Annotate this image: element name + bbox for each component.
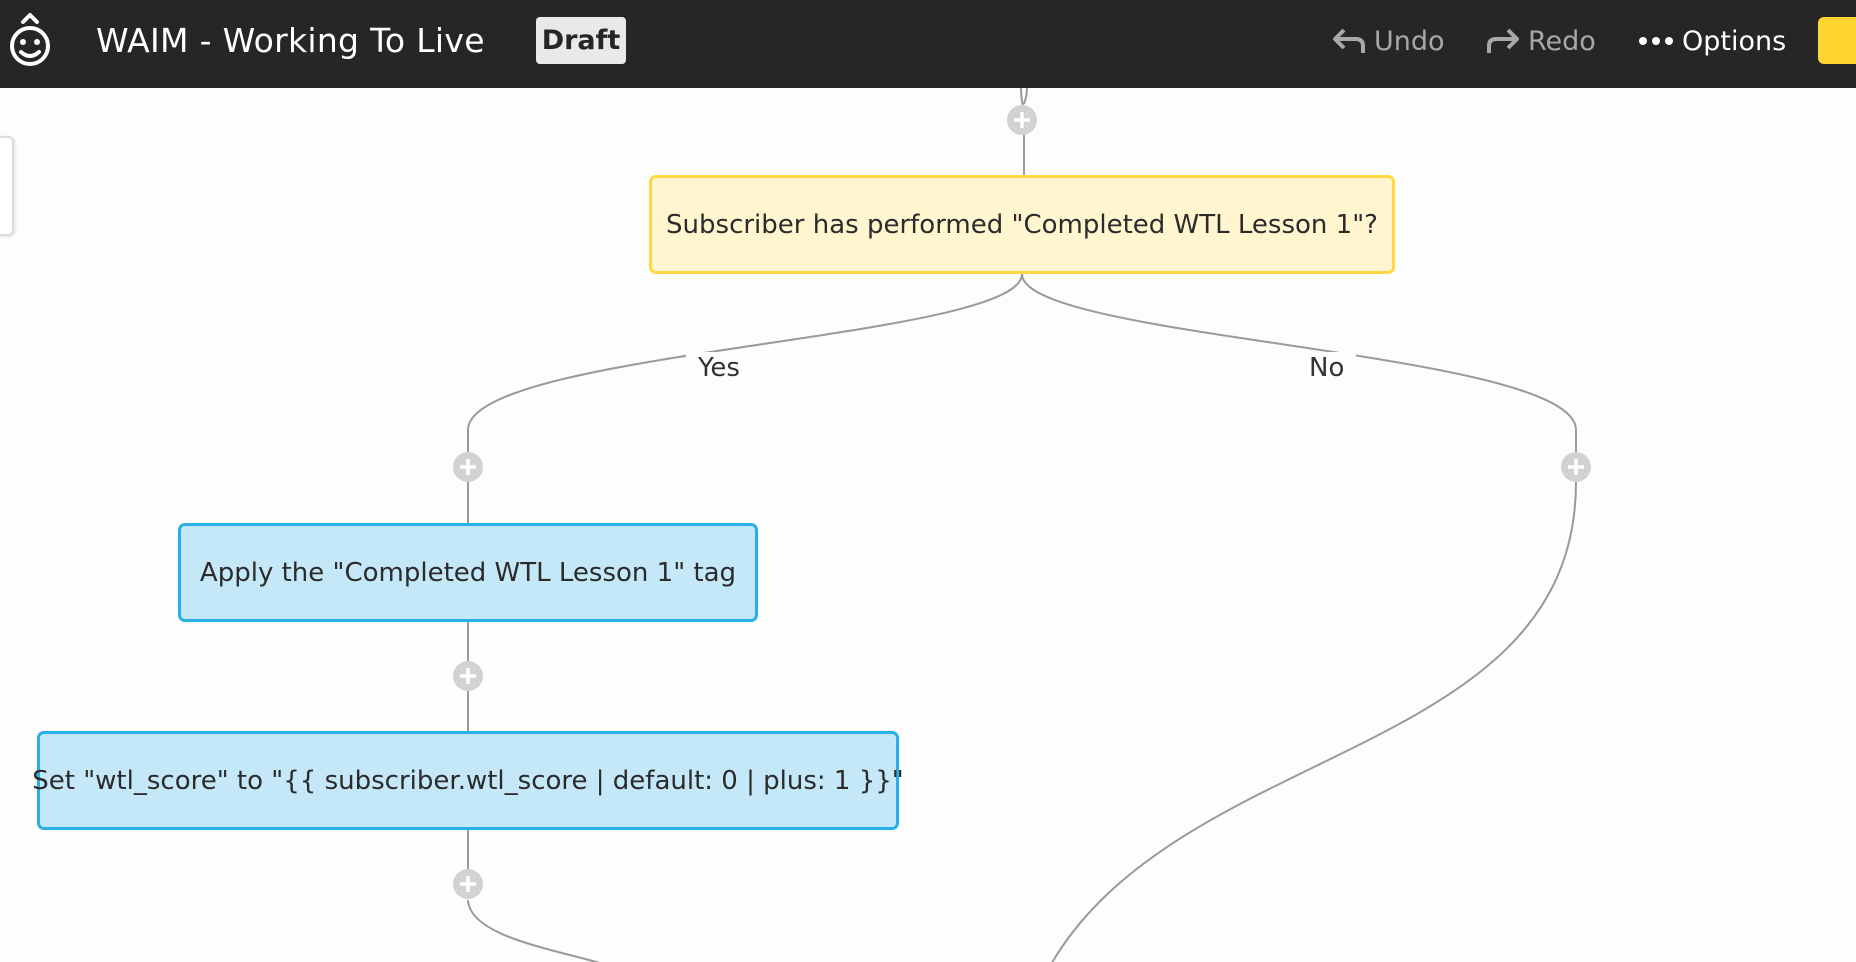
side-panel-toggle[interactable] bbox=[0, 136, 14, 236]
publish-button[interactable] bbox=[1818, 17, 1856, 64]
action-node-label: Apply the "Completed WTL Lesson 1" tag bbox=[199, 557, 737, 588]
connector-yes-branch bbox=[467, 273, 1023, 452]
redo-button[interactable]: Redo bbox=[1486, 0, 1596, 82]
add-step-button[interactable] bbox=[453, 661, 483, 691]
add-step-button[interactable] bbox=[1561, 452, 1591, 482]
add-step-button[interactable] bbox=[453, 452, 483, 482]
undo-button[interactable]: Undo bbox=[1332, 0, 1445, 82]
top-bar: WAIM - Working To Live Draft Undo Redo O… bbox=[0, 0, 1856, 88]
options-label: Options bbox=[1682, 25, 1787, 57]
condition-node-label: Subscriber has performed "Completed WTL … bbox=[666, 209, 1378, 240]
connector-no-merge bbox=[1051, 481, 1577, 962]
options-button[interactable]: Options bbox=[1638, 0, 1786, 82]
add-step-button[interactable] bbox=[453, 869, 483, 899]
add-step-button[interactable] bbox=[1007, 105, 1037, 135]
drip-logo-icon[interactable] bbox=[8, 12, 52, 70]
redo-arrow-icon bbox=[1487, 28, 1519, 53]
redo-label: Redo bbox=[1528, 25, 1596, 57]
action-node-apply-tag[interactable]: Apply the "Completed WTL Lesson 1" tag bbox=[178, 523, 758, 622]
condition-node[interactable]: Subscriber has performed "Completed WTL … bbox=[649, 175, 1395, 274]
branch-label-yes: Yes bbox=[686, 352, 752, 384]
workflow-title[interactable]: WAIM - Working To Live bbox=[96, 21, 485, 60]
connector-no-branch bbox=[1021, 273, 1577, 452]
action-node-label: Set "wtl_score" to "{{ subscriber.wtl_sc… bbox=[32, 765, 904, 796]
ellipsis-icon bbox=[1639, 37, 1673, 45]
connector-yes-merge bbox=[467, 899, 601, 962]
undo-arrow-icon bbox=[1333, 28, 1365, 53]
status-badge: Draft bbox=[536, 17, 626, 64]
undo-label: Undo bbox=[1374, 25, 1445, 57]
action-node-set-field[interactable]: Set "wtl_score" to "{{ subscriber.wtl_sc… bbox=[32, 731, 904, 830]
branch-label-no: No bbox=[1297, 352, 1357, 384]
connector-entry-stub bbox=[1023, 87, 1028, 105]
